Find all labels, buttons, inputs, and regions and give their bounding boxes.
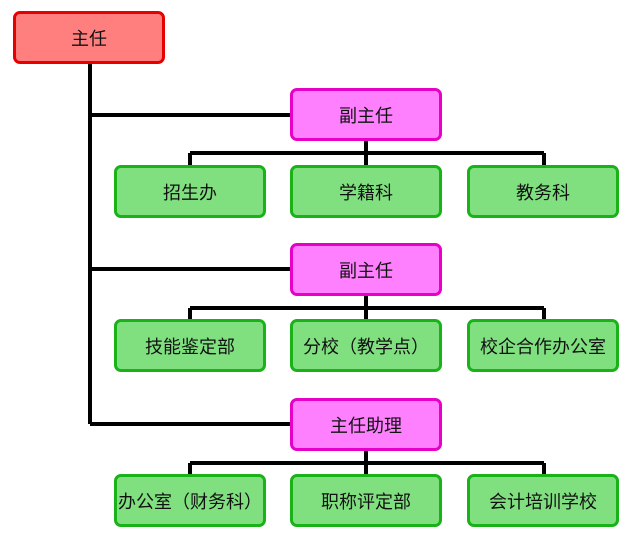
deputy-director-box-2: 副主任 [290, 243, 442, 296]
dept-label: 职称评定部 [321, 491, 411, 513]
branch-connector-1 [90, 113, 546, 168]
dept-label: 教务科 [516, 182, 570, 204]
dept-box-admissions: 招生办 [114, 165, 266, 218]
dept-box-office-finance: 办公室（财务科） [114, 474, 266, 527]
dept-box-branch-campus: 分校（教学点） [290, 319, 442, 372]
dept-box-industry-cooperation: 校企合作办公室 [467, 319, 619, 372]
deputy-director-box-1: 副主任 [290, 88, 442, 141]
dept-box-student-records: 学籍科 [290, 165, 442, 218]
deputy-director-label: 副主任 [339, 105, 393, 127]
dept-box-skills-appraisal: 技能鉴定部 [114, 319, 266, 372]
branch-connector-3 [90, 422, 546, 477]
director-assistant-box: 主任助理 [290, 398, 442, 451]
branch-connector-2 [90, 267, 546, 322]
dept-label: 招生办 [163, 182, 217, 204]
dept-box-academic-affairs: 教务科 [467, 165, 619, 218]
director-label: 主任 [71, 28, 107, 50]
dept-label: 分校（教学点） [303, 336, 429, 358]
deputy-director-label: 副主任 [339, 260, 393, 282]
dept-label: 技能鉴定部 [145, 336, 235, 358]
director-assistant-label: 主任助理 [330, 415, 402, 437]
dept-box-accounting-school: 会计培训学校 [467, 474, 619, 527]
dept-label: 会计培训学校 [489, 491, 597, 513]
dept-label: 办公室（财务科） [118, 491, 262, 513]
dept-label: 校企合作办公室 [480, 336, 606, 358]
dept-box-title-evaluation: 职称评定部 [290, 474, 442, 527]
director-box: 主任 [13, 11, 165, 64]
dept-label: 学籍科 [339, 182, 393, 204]
